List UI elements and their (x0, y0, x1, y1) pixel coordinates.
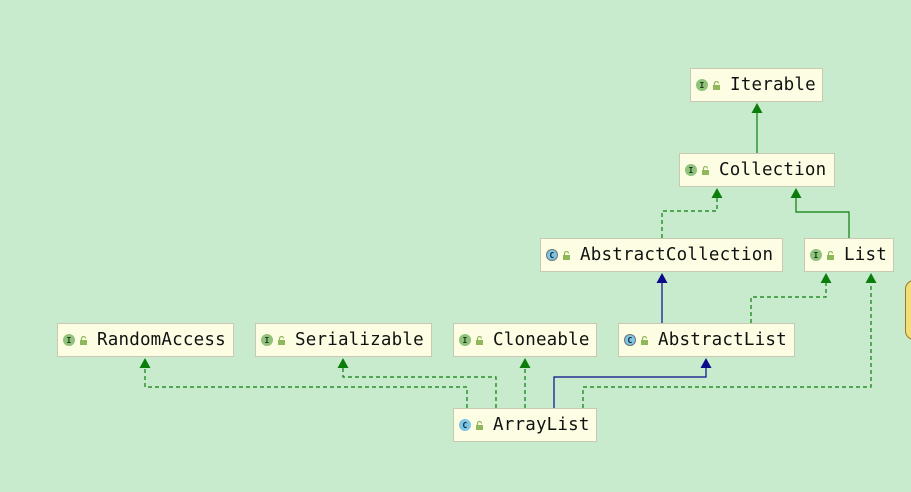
lock-icon (278, 335, 285, 345)
lock-icon (702, 165, 709, 175)
node-iterable[interactable]: I Iterable (690, 68, 823, 102)
node-label: Collection (719, 160, 827, 180)
node-label: Serializable (295, 330, 424, 350)
mascot-decoration (905, 280, 911, 340)
node-label: AbstractCollection (580, 245, 774, 265)
interface-icon: I (261, 334, 273, 346)
arrowhead-list-b (865, 273, 877, 283)
edge-arraylist-randomaccess (144, 367, 468, 408)
node-abstractlist[interactable]: C AbstractList (618, 323, 795, 357)
edge-arraylist-list (582, 282, 872, 408)
class-icon: C (459, 419, 471, 431)
lock-icon (641, 335, 648, 345)
node-arraylist[interactable]: C ArrayList (453, 408, 597, 442)
node-collection[interactable]: I Collection (679, 153, 835, 187)
interface-icon: I (685, 164, 697, 176)
node-cloneable[interactable]: I Cloneable (453, 323, 597, 357)
lock-icon (476, 335, 483, 345)
node-label: RandomAccess (97, 330, 226, 350)
node-label: AbstractList (658, 330, 787, 350)
node-label: Cloneable (493, 330, 590, 350)
edge-arraylist-abstractlist (553, 367, 707, 408)
lock-icon (713, 80, 720, 90)
arrowhead-abstractlist (700, 358, 712, 368)
arrowhead-collection-a (711, 188, 723, 198)
edge-list-collection (795, 197, 850, 238)
node-label: Iterable (730, 75, 816, 95)
arrowhead-serializable (337, 358, 349, 368)
node-serializable[interactable]: I Serializable (255, 323, 432, 357)
arrowhead-cloneable (519, 358, 531, 368)
interface-icon: I (63, 334, 75, 346)
lock-icon (563, 250, 570, 260)
arrowhead-iterable (751, 103, 763, 113)
abstract-class-icon: C (546, 249, 558, 261)
lock-icon (827, 250, 834, 260)
arrowhead-randomaccess (139, 358, 151, 368)
lock-icon (476, 420, 483, 430)
arrowhead-collection-b (790, 188, 802, 198)
abstract-class-icon: C (624, 334, 636, 346)
node-list[interactable]: I List (804, 238, 894, 272)
edge-abstractcollection-collection (661, 197, 718, 238)
node-label: ArrayList (493, 415, 590, 435)
node-label: List (844, 245, 887, 265)
edge-arraylist-serializable (342, 367, 497, 408)
node-abstractcollection[interactable]: C AbstractCollection (540, 238, 783, 272)
arrowhead-abstractcollection (656, 273, 668, 283)
interface-icon: I (459, 334, 471, 346)
interface-icon: I (696, 79, 708, 91)
node-randomaccess[interactable]: I RandomAccess (57, 323, 234, 357)
edge-abstractlist-list (750, 282, 827, 323)
interface-icon: I (810, 249, 822, 261)
lock-icon (80, 335, 87, 345)
arrowhead-list-a (820, 273, 832, 283)
